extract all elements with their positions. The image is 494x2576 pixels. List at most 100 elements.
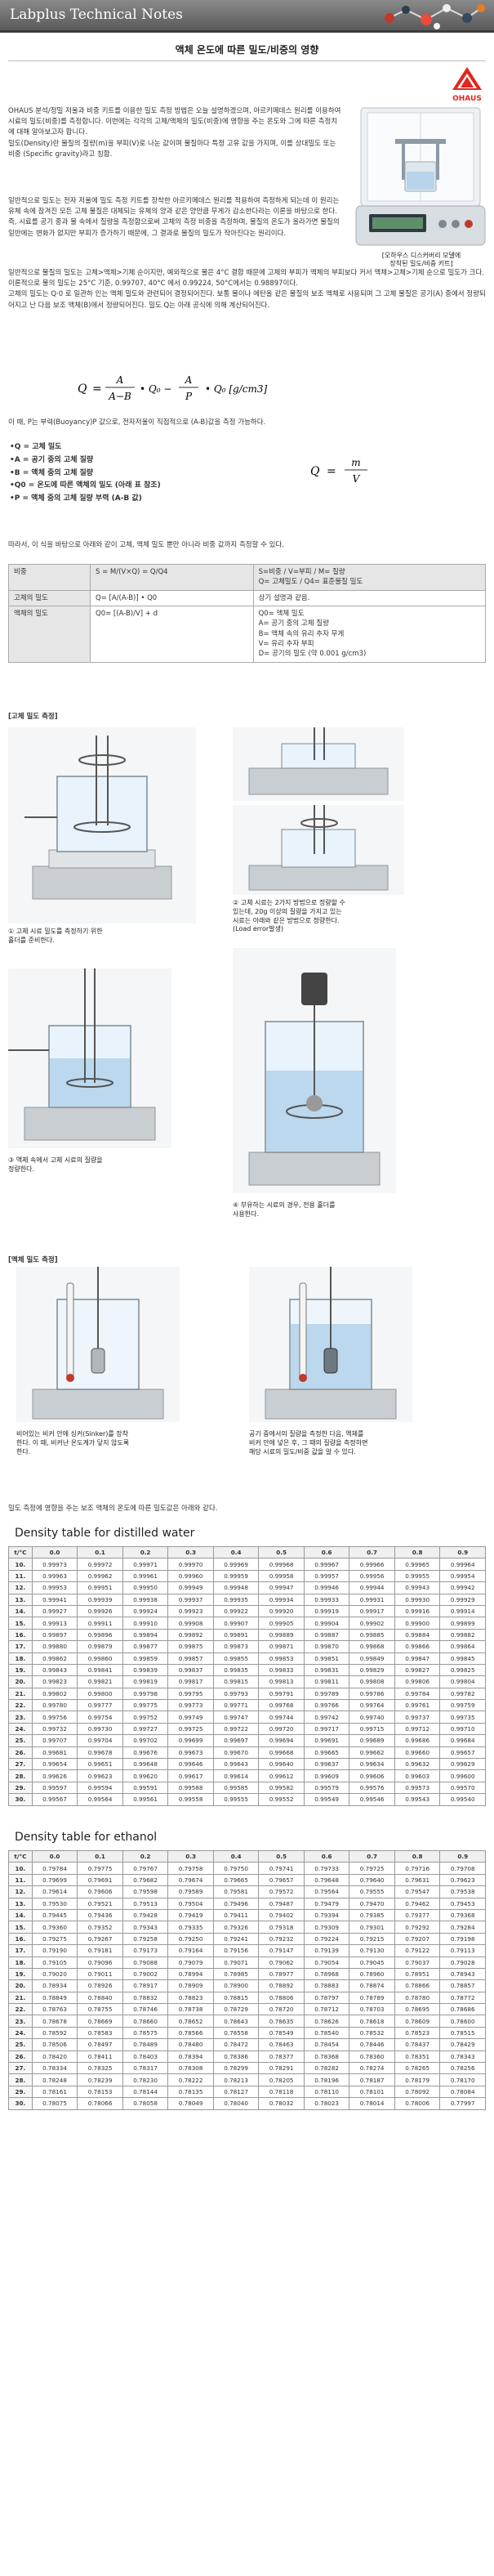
density-cell: 0.99839: [122, 1663, 169, 1677]
density-cell: 0.99657: [439, 1746, 486, 1760]
density-cell: 0.99654: [31, 1758, 78, 1771]
density-cell: 0.79020: [31, 1967, 78, 1981]
density-cell: 0.99761: [394, 1699, 441, 1712]
density-cell: 0.99827: [394, 1663, 441, 1677]
density-cell: 0.99969: [212, 1558, 260, 1571]
density-cell: 0.78239: [77, 2073, 123, 2086]
density-cell: 0.78040: [212, 2097, 260, 2110]
density-table-note: 밀도 측정에 영향을 주는 보조 액체의 온도에 따른 밀도값은 아래와 같다.: [8, 1505, 218, 1513]
density-cell: 0.79725: [349, 1862, 395, 1875]
density-cell: 0.99899: [439, 1617, 486, 1630]
density-cell: 0.99926: [77, 1604, 123, 1618]
density-cell: 0.79267: [77, 1932, 123, 1946]
density-cell: 0.99845: [439, 1652, 486, 1665]
density-cell: 0.99712: [394, 1722, 441, 1736]
solid-section-label: [고체 밀도 측정]: [8, 713, 58, 721]
density-cell: 0.99907: [212, 1617, 260, 1630]
density-cell: 0.99802: [31, 1687, 78, 1701]
temperature-cell: 10.: [8, 1862, 33, 1875]
density-cell: 0.78806: [258, 1991, 305, 2005]
density-cell: 0.99720: [258, 1722, 305, 1736]
temperature-cell: 21.: [8, 1687, 33, 1701]
density-cell: 0.99798: [122, 1687, 169, 1701]
density-cell: 0.79156: [212, 1944, 260, 1957]
density-cell: 0.99673: [167, 1746, 214, 1760]
temperature-cell: 12.: [8, 1581, 33, 1594]
density-cell: 0.78170: [439, 2073, 486, 2086]
density-cell: 0.99749: [167, 1711, 214, 1724]
density-cell: 0.78635: [258, 2015, 305, 2028]
svg-text:=: =: [327, 465, 336, 478]
density-cell: 0.79674: [167, 1873, 214, 1887]
density-cell: 0.99640: [258, 1758, 305, 1771]
density-cell: 0.78205: [258, 2073, 305, 2086]
density-cell: 0.99891: [212, 1628, 260, 1642]
density-cell: 0.79555: [349, 1885, 395, 1898]
density-cell: 0.78823: [167, 1991, 214, 2005]
svg-text:=: =: [92, 382, 102, 396]
density-cell: 0.79428: [122, 1908, 169, 1922]
density-cell: 0.79631: [394, 1873, 441, 1887]
density-cell: 0.78049: [167, 2097, 214, 2110]
density-cell: 0.78023: [303, 2097, 350, 2110]
density-cell: 0.78334: [31, 2062, 78, 2075]
temperature-cell: 19.: [8, 1967, 33, 1981]
density-cell: 0.99948: [212, 1581, 260, 1594]
density-cell: 0.99849: [349, 1652, 395, 1665]
density-cell: 0.99795: [167, 1687, 214, 1701]
density-cell: 0.99966: [349, 1558, 395, 1571]
density-cell: 0.79614: [31, 1885, 78, 1898]
density-cell: 0.99967: [303, 1558, 350, 1571]
temperature-cell: 10.: [8, 1558, 33, 1571]
density-cell: 0.78497: [77, 2038, 123, 2051]
water-table-title: Density table for distilled water: [15, 1527, 195, 1540]
density-cell: 0.79318: [258, 1921, 305, 1934]
density-cell: 0.99752: [122, 1711, 169, 1724]
density-cell: 0.99930: [394, 1593, 441, 1606]
density-cell: 0.78874: [349, 1979, 395, 1992]
density-cell: 0.99819: [122, 1675, 169, 1688]
density-cell: 0.99913: [31, 1617, 78, 1630]
density-cell: 0.79215: [349, 1932, 395, 1946]
density-cell: 0.78420: [31, 2050, 78, 2064]
method-formula: S = M/(V×Q) = Q/Q4: [90, 564, 254, 591]
solid-step4-caption: ④ 부유하는 시료의 경우, 전용 홀더를 사용한다.: [233, 1201, 336, 1218]
column-header: 0.6: [303, 1849, 350, 1863]
solid-step3-illustration: [8, 968, 171, 1148]
temperature-cell: 25.: [8, 2038, 33, 2051]
density-cell: 0.78472: [212, 2038, 260, 2051]
density-cell: 0.99825: [439, 1663, 486, 1677]
density-cell: 0.99946: [303, 1581, 350, 1594]
density-cell: 0.78729: [212, 2003, 260, 2016]
density-cell: 0.79530: [31, 1897, 78, 1910]
density-cell: 0.78643: [212, 2015, 260, 2028]
method-desc: S=비중 / V=부피 / M= 질량 Q= 고체밀도 / Q4= 표준물질 밀…: [252, 564, 487, 591]
density-cell: 0.99931: [349, 1593, 395, 1606]
density-cell: 0.78480: [167, 2038, 214, 2051]
temperature-cell: 27.: [8, 1758, 33, 1771]
method-label: 액체의 밀도: [8, 605, 91, 663]
density-cell: 0.99609: [303, 1769, 350, 1782]
density-cell: 0.78575: [122, 2026, 169, 2040]
density-cell: 0.79173: [122, 1944, 169, 1957]
density-cell: 0.79436: [77, 1908, 123, 1922]
liquid-step2-illustration: [249, 1267, 412, 1422]
column-header: 0.5: [258, 1545, 305, 1559]
density-cell: 0.78926: [77, 1979, 123, 1992]
density-cell: 0.99972: [77, 1558, 123, 1571]
density-cell: 0.99576: [349, 1781, 395, 1795]
density-cell: 0.99684: [439, 1734, 486, 1747]
liquid-step2-caption: 공기 중에서의 질량을 측정한 다음, 액체를 비커 안에 넣은 후, 그 때의…: [249, 1430, 368, 1456]
temperature-cell: 14.: [8, 1908, 33, 1922]
